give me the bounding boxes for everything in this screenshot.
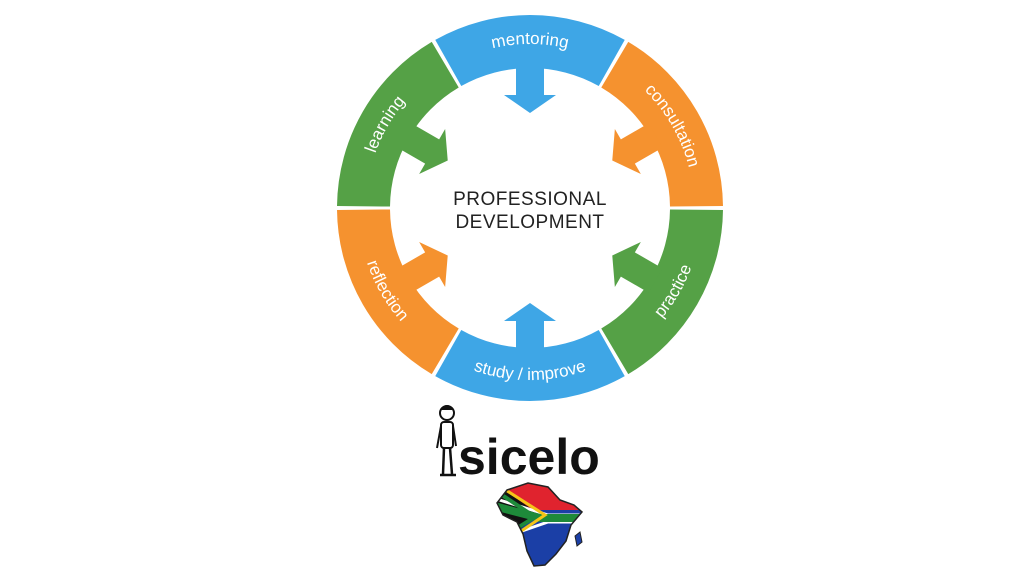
south-africa-flag-africa-map-icon (496, 482, 584, 567)
sicelo-logo: sicelo (436, 405, 600, 567)
segment-practice (601, 209, 723, 375)
arrow-consultation (612, 123, 663, 175)
person-figure-icon (436, 405, 457, 477)
logo-wordmark: sicelo (458, 429, 600, 485)
cycle-arrows (397, 63, 663, 353)
segment-learning (337, 41, 459, 207)
center-title-line-1: PROFESSIONAL (453, 189, 607, 210)
arrow-mentoring (504, 63, 556, 113)
segment-mentoring (435, 14, 625, 87)
segment-study-improve (435, 329, 625, 401)
cycle-ring (337, 14, 723, 401)
arrow-reflection (397, 241, 448, 293)
center-title-line-2: DEVELOPMENT (455, 212, 604, 233)
center-title: PROFESSIONAL DEVELOPMENT (453, 189, 607, 233)
segment-consultation (601, 41, 723, 207)
arrow-practice (612, 241, 663, 293)
segment-reflection (337, 209, 459, 375)
arrow-study-improve (504, 303, 556, 353)
arrow-learning (397, 123, 448, 175)
